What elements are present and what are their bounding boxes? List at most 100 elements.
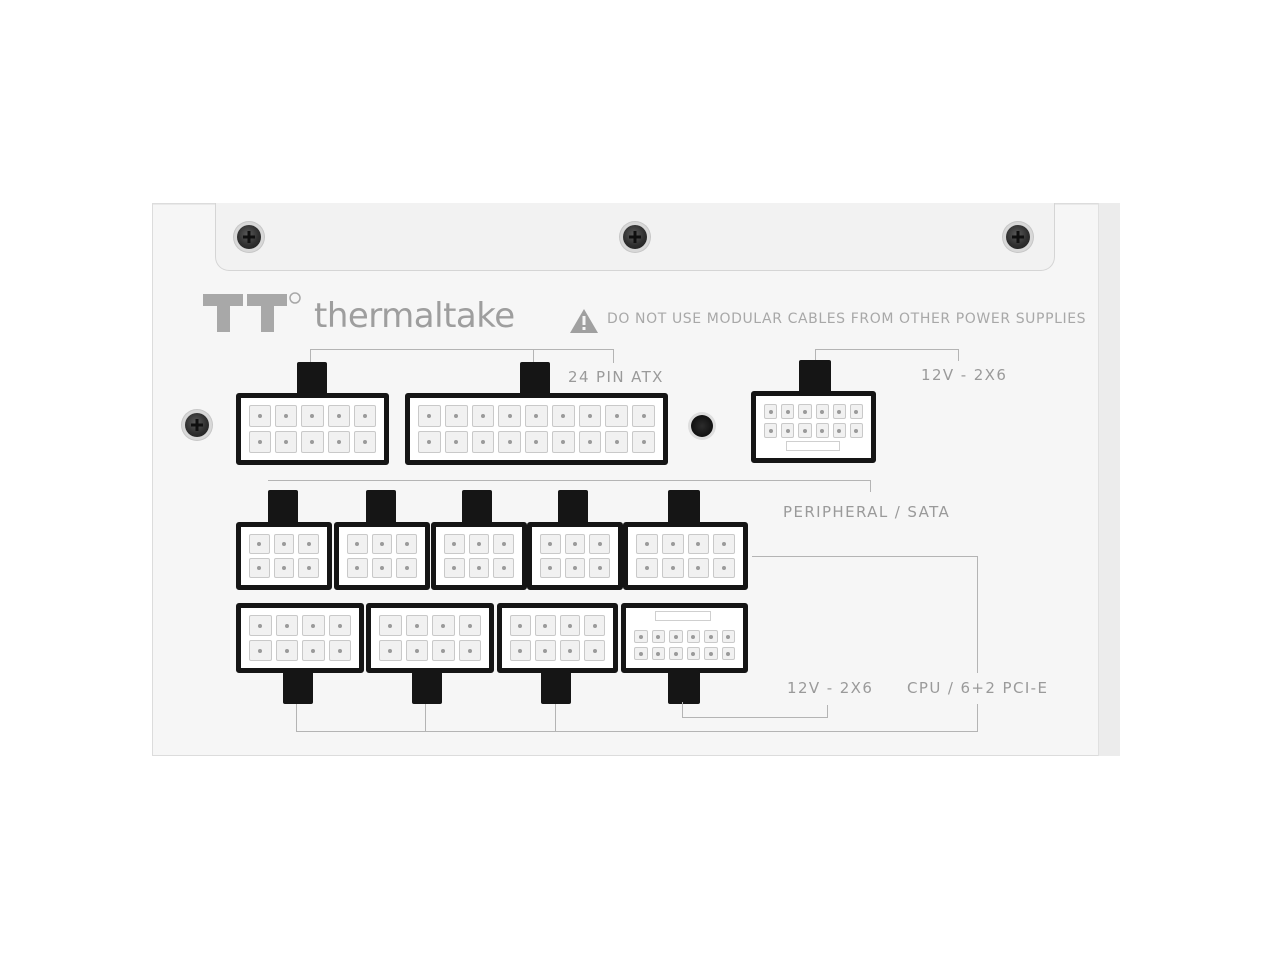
pin bbox=[605, 431, 629, 453]
pin bbox=[471, 405, 495, 427]
pin bbox=[687, 534, 710, 554]
pin bbox=[493, 558, 514, 578]
pin bbox=[578, 405, 602, 427]
screw-top-right-icon bbox=[1006, 225, 1030, 249]
pin bbox=[327, 405, 350, 427]
pin bbox=[559, 640, 581, 661]
pin bbox=[551, 405, 575, 427]
pin bbox=[328, 640, 351, 661]
center-mount-hole-icon bbox=[691, 415, 713, 437]
pin bbox=[353, 405, 376, 427]
pin bbox=[444, 431, 468, 453]
hpwr-bottom-latch bbox=[668, 670, 700, 704]
pin bbox=[564, 558, 586, 578]
pin bbox=[798, 423, 812, 438]
hpwr-top-sense-pins bbox=[786, 441, 840, 451]
pin bbox=[405, 640, 428, 661]
pin bbox=[302, 640, 325, 661]
pin bbox=[444, 534, 465, 554]
pin bbox=[713, 534, 735, 554]
pin bbox=[815, 423, 829, 438]
hpwr-top-connector bbox=[751, 391, 876, 463]
atx-leader-mid-drop bbox=[533, 349, 534, 363]
pin bbox=[669, 647, 683, 660]
pin bbox=[273, 558, 295, 578]
pin bbox=[781, 404, 795, 419]
pin bbox=[525, 431, 548, 453]
pin bbox=[540, 534, 561, 554]
peripheral-connector-3 bbox=[431, 522, 527, 590]
pin bbox=[379, 640, 402, 661]
pin bbox=[418, 431, 441, 453]
pin bbox=[564, 534, 586, 554]
cpu-top-latch bbox=[668, 490, 700, 526]
cpu-pcie-connector-3 bbox=[497, 603, 618, 673]
warning-text: DO NOT USE MODULAR CABLES FROM OTHER POW… bbox=[607, 311, 1087, 327]
pin bbox=[584, 640, 605, 661]
cpu-leader-drop-1 bbox=[296, 704, 297, 732]
cpu-leader-bottom-horizontal bbox=[296, 731, 978, 732]
peripheral-leader-right-drop bbox=[870, 480, 871, 492]
peripheral-connector-4 bbox=[527, 522, 623, 590]
peripheral-connector-2 bbox=[334, 522, 430, 590]
pin bbox=[498, 405, 522, 427]
pin bbox=[686, 630, 700, 643]
pin bbox=[687, 558, 710, 578]
pin bbox=[298, 534, 319, 554]
pin bbox=[432, 615, 455, 636]
pin bbox=[551, 431, 575, 453]
pin bbox=[832, 404, 846, 419]
pin bbox=[493, 534, 514, 554]
pin bbox=[468, 558, 490, 578]
pin bbox=[275, 431, 298, 453]
warning-icon bbox=[570, 309, 598, 333]
hpwr-bottom-leader-drop bbox=[682, 702, 683, 718]
pin bbox=[301, 405, 324, 427]
thermaltake-logo-icon bbox=[203, 292, 301, 332]
periph-1-latch bbox=[268, 490, 298, 526]
peripheral-leader-horizontal bbox=[268, 480, 871, 481]
pin bbox=[498, 431, 522, 453]
pin bbox=[347, 558, 368, 578]
pin bbox=[327, 431, 350, 453]
pin bbox=[302, 615, 325, 636]
pin bbox=[669, 630, 683, 643]
periph-2-latch bbox=[366, 490, 396, 526]
pin bbox=[249, 405, 272, 427]
atx-leader-right-drop bbox=[613, 349, 614, 363]
hpwr-top-leader-right-drop bbox=[958, 349, 959, 361]
peripheral-connector-1 bbox=[236, 522, 332, 590]
atx-leader-left-drop bbox=[310, 349, 311, 363]
periph-4-latch bbox=[558, 490, 588, 526]
pin bbox=[298, 558, 319, 578]
pin bbox=[721, 630, 735, 643]
pin bbox=[468, 534, 490, 554]
pin bbox=[458, 615, 481, 636]
pin bbox=[534, 615, 556, 636]
pin bbox=[249, 615, 272, 636]
pin bbox=[589, 558, 610, 578]
cpu-leader-drop-2 bbox=[425, 704, 426, 732]
pin bbox=[510, 615, 531, 636]
pin bbox=[832, 423, 846, 438]
pin bbox=[371, 534, 393, 554]
label-12v-2x6-bottom: 12V - 2X6 bbox=[787, 679, 874, 697]
cpu-2-latch bbox=[412, 670, 442, 704]
pin bbox=[584, 615, 605, 636]
pin bbox=[589, 534, 610, 554]
pin bbox=[275, 640, 298, 661]
pin bbox=[444, 405, 468, 427]
atx-10pin-latch bbox=[297, 362, 327, 396]
pin bbox=[764, 404, 778, 419]
screw-top-middle-icon bbox=[623, 225, 647, 249]
screw-left-icon bbox=[185, 413, 209, 437]
atx-18pin-connector bbox=[405, 393, 668, 465]
pin bbox=[815, 404, 829, 419]
atx-18pin-latch bbox=[520, 362, 550, 396]
hpwr-bottom-leader-rise bbox=[827, 705, 828, 718]
brand-name: thermaltake bbox=[314, 296, 515, 336]
pin bbox=[418, 405, 441, 427]
pin bbox=[634, 647, 648, 660]
cpu-leader-vertical bbox=[977, 556, 978, 673]
pin bbox=[432, 640, 455, 661]
